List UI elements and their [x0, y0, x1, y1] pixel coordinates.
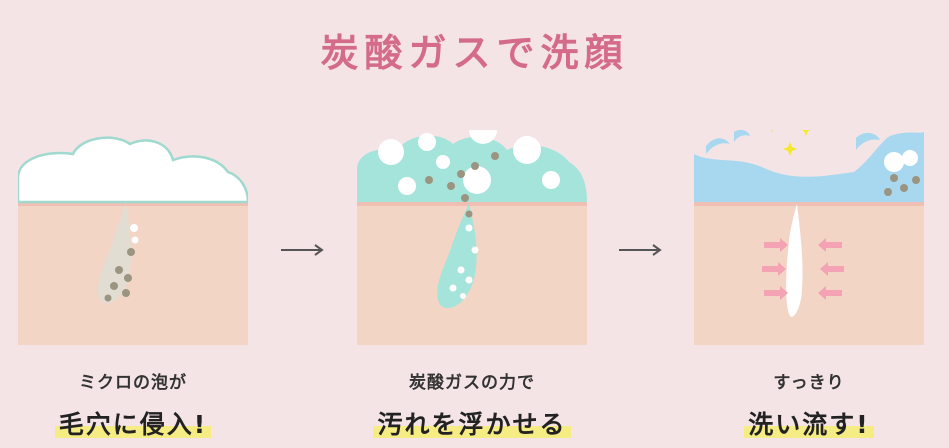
step-2-subtitle: 炭酸ガスの力で: [409, 373, 535, 393]
step-1-headline: 毛穴に侵入!: [54, 405, 212, 441]
skin-layer: [694, 202, 924, 345]
water-splash: [694, 132, 924, 202]
foam-cloud: [18, 136, 248, 204]
step-1-illustration: [18, 136, 248, 345]
dirt-particle: [884, 188, 892, 196]
dirt-particle: [465, 210, 473, 218]
micro-bubble: [130, 224, 138, 232]
dirt-particle: [900, 184, 908, 192]
micro-bubble: [449, 284, 457, 292]
water-droplet: [734, 130, 750, 142]
page-title: 炭酸ガスで洗顔: [320, 31, 629, 75]
step-2-caption: 炭酸ガスの力で 汚れを浮かせる: [352, 368, 592, 441]
dirt-particle: [912, 176, 920, 184]
skin-layer: [18, 202, 248, 345]
inward-arrow-icon: [762, 238, 844, 300]
step-3-illustration: [694, 130, 924, 345]
bubble: [463, 166, 491, 194]
dirt-particle: [110, 282, 118, 290]
step-2-illustration: [357, 130, 587, 345]
bubble: [902, 150, 918, 166]
clean-pore: [786, 204, 803, 317]
step-3-subtitle: すっきり: [773, 373, 845, 393]
dirt-particle: [447, 182, 455, 190]
dirt-particle: [491, 152, 499, 160]
bubble: [542, 171, 560, 189]
dirt-particle: [457, 170, 465, 178]
bubble: [513, 136, 541, 164]
bubble: [398, 177, 416, 195]
micro-bubble: [471, 246, 479, 254]
dirt-particle: [471, 162, 479, 170]
arrow-right-icon: [619, 244, 662, 256]
dirt-particle: [461, 194, 469, 202]
dirt-particle: [890, 174, 898, 182]
water-droplet: [706, 138, 730, 154]
pore: [97, 204, 131, 304]
bubble: [418, 133, 436, 151]
dirt-particle: [127, 248, 135, 256]
bubble: [378, 139, 404, 165]
skin-surface: [357, 200, 587, 206]
dirt-particle: [104, 294, 112, 302]
micro-bubble: [131, 236, 139, 244]
micro-bubble: [465, 224, 473, 232]
sparkle-icon: [801, 130, 811, 136]
micro-bubble: [465, 276, 473, 284]
step-1-caption: ミクロの泡が 毛穴に侵入!: [13, 368, 253, 441]
water-droplet: [856, 132, 880, 150]
bubble: [884, 152, 904, 172]
step-1-subtitle: ミクロの泡が: [79, 373, 187, 393]
sparkle-icon: [771, 130, 773, 132]
bubble: [436, 155, 450, 169]
dirt-particle: [122, 289, 130, 297]
step-2-headline: 汚れを浮かせる: [373, 405, 571, 441]
step-3-headline: 洗い流す!: [744, 405, 874, 441]
skin-surface: [694, 200, 924, 206]
bubble: [469, 130, 497, 144]
sparkle-icon: [783, 142, 797, 156]
arrow-right-icon: [281, 244, 324, 256]
dirt-particle: [124, 274, 132, 282]
micro-bubble: [460, 293, 466, 299]
micro-bubble: [457, 266, 465, 274]
dirt-particle: [425, 176, 433, 184]
step-3-caption: すっきり 洗い流す!: [689, 368, 929, 441]
dirt-particle: [115, 266, 123, 274]
